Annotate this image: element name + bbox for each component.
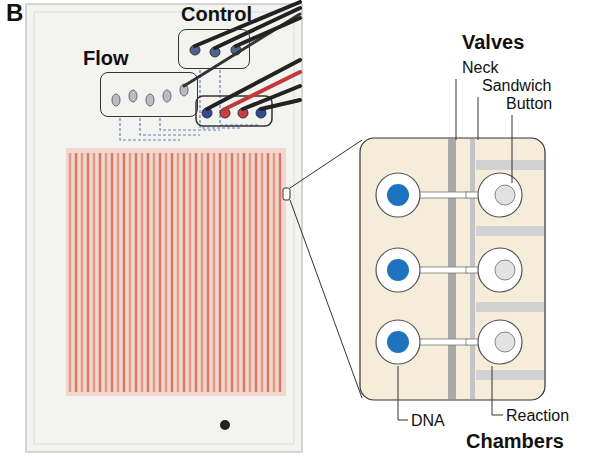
lower-ports — [202, 108, 266, 118]
dna-chambers — [376, 173, 468, 364]
chip-body — [26, 4, 302, 452]
reaction-chambers — [466, 173, 522, 364]
chamber-label: Reaction — [506, 406, 569, 425]
control-port-box: Control — [178, 29, 250, 69]
leader-lines — [398, 79, 512, 420]
flow-port-box: Flow — [100, 72, 198, 117]
zoom-lines — [290, 140, 362, 398]
array-stripes — [70, 153, 280, 392]
zoom-panel — [360, 138, 545, 400]
chamber-array — [66, 148, 286, 396]
chamber-label: DNA — [411, 411, 445, 430]
group-heading: Valves — [462, 31, 524, 53]
chip-inner-border — [34, 12, 294, 444]
port-group-label: Flow — [83, 47, 129, 69]
group-heading: Chambers — [466, 430, 564, 452]
zoom-marker — [283, 188, 290, 200]
flow-ports — [112, 84, 188, 106]
outlet-port — [220, 420, 230, 430]
valve-label: Sandwich — [482, 76, 551, 95]
port-group-label: Control — [181, 3, 252, 25]
panel-letter: B — [6, 0, 23, 26]
valve-label: Neck — [462, 58, 498, 77]
valve-label: Button — [506, 94, 552, 113]
control-channels — [120, 70, 260, 140]
